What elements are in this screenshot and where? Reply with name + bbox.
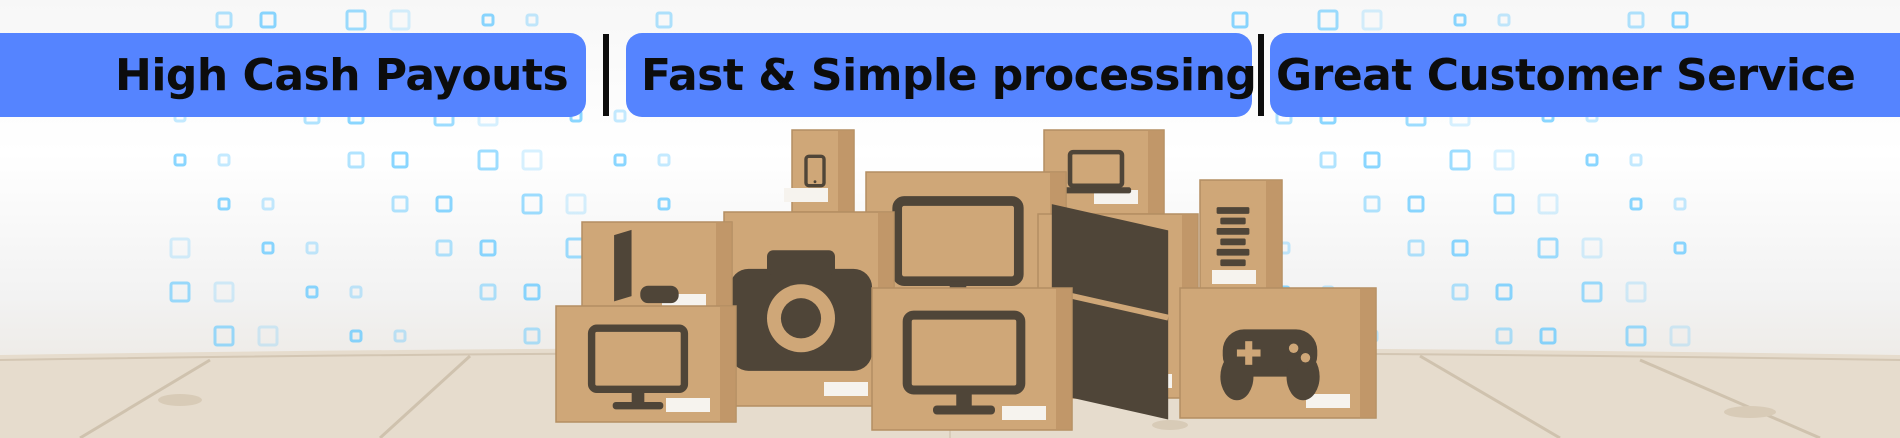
- cardboard-box: [871, 287, 1073, 431]
- monitor-icon: [587, 324, 689, 410]
- camera-icon: [729, 250, 873, 371]
- cardboard-box: [581, 221, 733, 319]
- feature-great-customer-service: Great Customer Service: [1270, 33, 1900, 117]
- cardboard-boxes: [555, 129, 1377, 431]
- laptop-icon: [1060, 149, 1132, 194]
- divider: [1258, 34, 1264, 116]
- monitor-icon: [902, 310, 1026, 415]
- game-controller-icon: [1220, 329, 1320, 401]
- tablet-icon: [804, 154, 826, 188]
- cardboard-box: [1199, 179, 1283, 295]
- feature-label: Fast & Simple processing: [641, 49, 1257, 101]
- feature-label: High Cash Payouts: [115, 49, 569, 101]
- camera-lens-icon: [1216, 207, 1250, 267]
- feature-high-cash-payouts: High Cash Payouts: [0, 33, 586, 117]
- cardboard-box: [1179, 287, 1377, 419]
- feature-fast-simple-processing: Fast & Simple processing: [626, 33, 1257, 117]
- cardboard-box: [555, 305, 737, 423]
- cardboard-box: [723, 211, 895, 407]
- feature-label: Great Customer Service: [1276, 49, 1856, 101]
- game-console-icon: [614, 229, 679, 304]
- cardboard-box: [784, 129, 855, 213]
- divider: [603, 34, 609, 116]
